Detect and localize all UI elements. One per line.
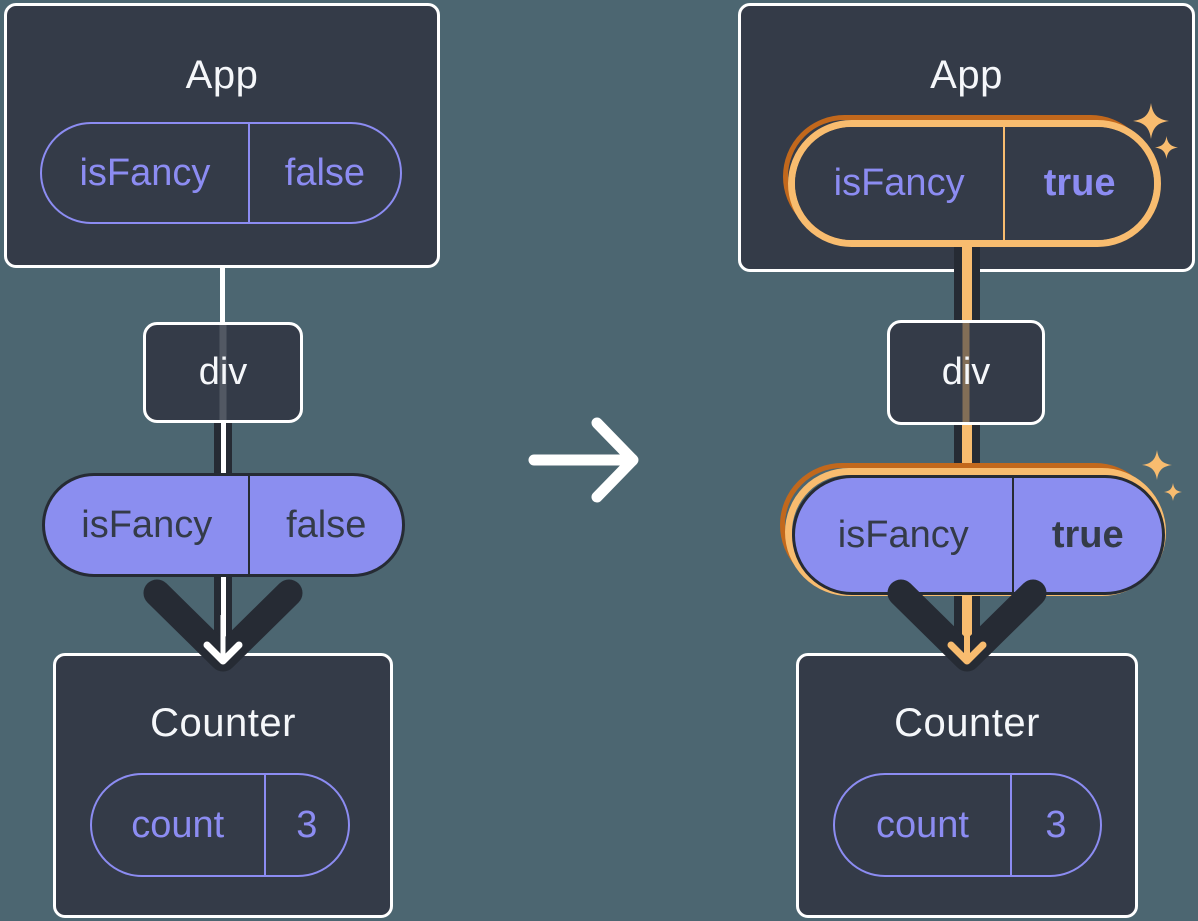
after-app-title: App [930, 52, 1003, 97]
after-app-prop-name: isFancy [795, 127, 1006, 240]
before-counter-state-value: 3 [296, 803, 318, 846]
before-div-node: div [143, 322, 303, 423]
arrow-right-icon [528, 417, 639, 503]
after-passed-prop-pill-highlight-inner: isFancy true [785, 468, 1166, 596]
after-app-prop-value: true [1043, 162, 1116, 204]
after-counter-state-value: 3 [1045, 803, 1067, 846]
before-counter-state-pill: count 3 [90, 773, 350, 877]
sparkle-icon [1155, 136, 1178, 159]
after-passed-prop-pill: isFancy true [792, 475, 1165, 595]
after-div-label: div [941, 351, 991, 393]
before-counter-title: Counter [150, 700, 296, 745]
after-passed-prop-name: isFancy [795, 478, 1014, 592]
after-arrowhead-icon [887, 579, 1047, 672]
sparkle-icon [1142, 450, 1172, 480]
after-counter-state-pill: count 3 [833, 773, 1102, 877]
before-app-to-div-connector [220, 266, 225, 324]
before-counter-state-name: count [92, 775, 266, 875]
before-arrowhead-icon [143, 579, 303, 672]
before-app-prop-pill: isFancy false [40, 122, 402, 224]
after-passed-prop-value: true [1051, 513, 1124, 556]
before-passed-prop-name: isFancy [45, 476, 251, 574]
before-app-prop-name: isFancy [42, 124, 250, 222]
before-passed-prop-value: false [286, 503, 367, 546]
sparkle-icon [1133, 103, 1169, 139]
before-passed-prop-pill: isFancy false [42, 473, 405, 577]
after-div-passthrough-stripe [962, 323, 970, 422]
after-div-node: div [887, 320, 1045, 425]
after-counter-state-name: count [835, 775, 1012, 875]
after-counter-title: Counter [894, 700, 1040, 745]
before-div-passthrough-stripe [219, 325, 227, 420]
before-app-prop-value: false [284, 151, 366, 194]
before-app-title: App [185, 52, 259, 97]
after-app-prop-pill-highlight: isFancy true [783, 115, 1161, 247]
after-app-prop-pill-highlight-inner: isFancy true [788, 120, 1161, 247]
after-passed-prop-pill-highlight: isFancy true [780, 463, 1166, 596]
after-app-prop-pill: isFancy true [795, 127, 1154, 240]
after-prop-flow-connector-core [962, 238, 972, 652]
sparkle-icon [1164, 483, 1182, 501]
before-div-label: div [198, 351, 248, 393]
